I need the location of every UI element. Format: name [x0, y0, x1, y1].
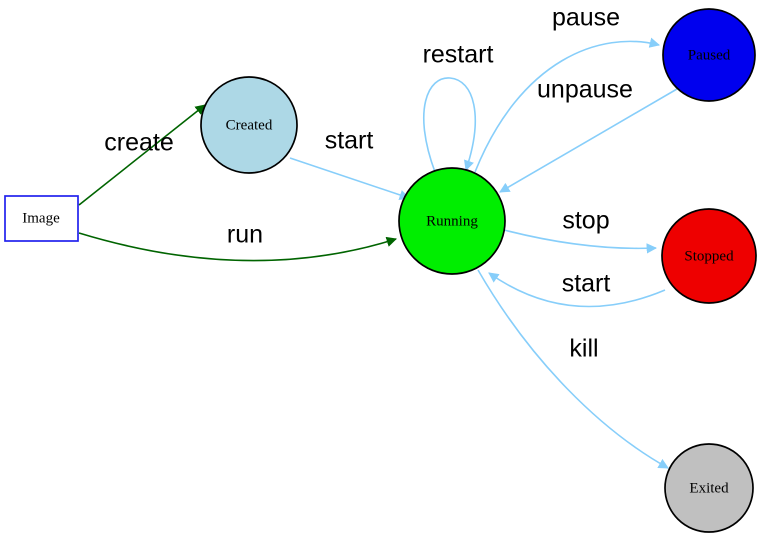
edge-label-restart: restart — [423, 41, 494, 69]
node-running-circle — [398, 167, 506, 275]
node-stopped[interactable]: Stopped — [661, 208, 757, 304]
edge-unpause-path — [499, 88, 678, 193]
node-stopped-circle — [661, 208, 757, 304]
node-label-paused: Paused — [688, 47, 731, 63]
node-exited[interactable]: Exited — [664, 443, 754, 533]
node-paused-circle — [662, 8, 756, 102]
edge-create-path — [78, 104, 206, 206]
node-running[interactable]: Running — [398, 167, 506, 275]
node-label-stopped: Stopped — [684, 248, 734, 264]
edge-label-run: run — [227, 221, 263, 249]
edge-unpause: unpause — [499, 76, 678, 193]
node-image[interactable]: Image — [4, 195, 79, 242]
edge-kill: kill — [477, 269, 669, 469]
edge-label-start-created: start — [325, 127, 374, 155]
node-image-rect — [4, 195, 79, 242]
edge-start-stopped-path — [488, 272, 666, 308]
node-label-image: Image — [22, 210, 60, 226]
node-created[interactable]: Created — [200, 76, 298, 174]
node-created-circle — [200, 76, 298, 174]
edge-pause-path — [474, 37, 661, 173]
edge-label-pause: pause — [552, 4, 620, 32]
edge-restart: restart — [422, 41, 494, 173]
edge-kill-path — [477, 269, 669, 469]
edge-pause: pause — [474, 4, 661, 173]
edge-run: run — [78, 221, 397, 262]
edge-stop-path — [503, 229, 658, 254]
node-paused[interactable]: Paused — [662, 8, 756, 102]
edge-start-created-path — [289, 157, 410, 200]
edge-label-kill: kill — [569, 335, 598, 363]
node-label-created: Created — [226, 117, 273, 133]
edge-start-stopped: start — [488, 270, 666, 308]
node-exited-circle — [664, 443, 754, 533]
edge-restart-path — [422, 77, 477, 173]
edge-run-path — [78, 232, 397, 262]
node-label-exited: Exited — [689, 480, 729, 496]
edge-label-unpause: unpause — [537, 76, 633, 104]
node-label-running: Running — [426, 213, 478, 229]
edge-label-stop: stop — [562, 207, 609, 235]
edge-create: create — [78, 104, 206, 206]
edge-start-created: start — [289, 127, 410, 200]
edge-label-start-stopped: start — [562, 270, 611, 298]
edge-stop: stop — [503, 207, 658, 254]
edge-label-create: create — [104, 129, 173, 157]
